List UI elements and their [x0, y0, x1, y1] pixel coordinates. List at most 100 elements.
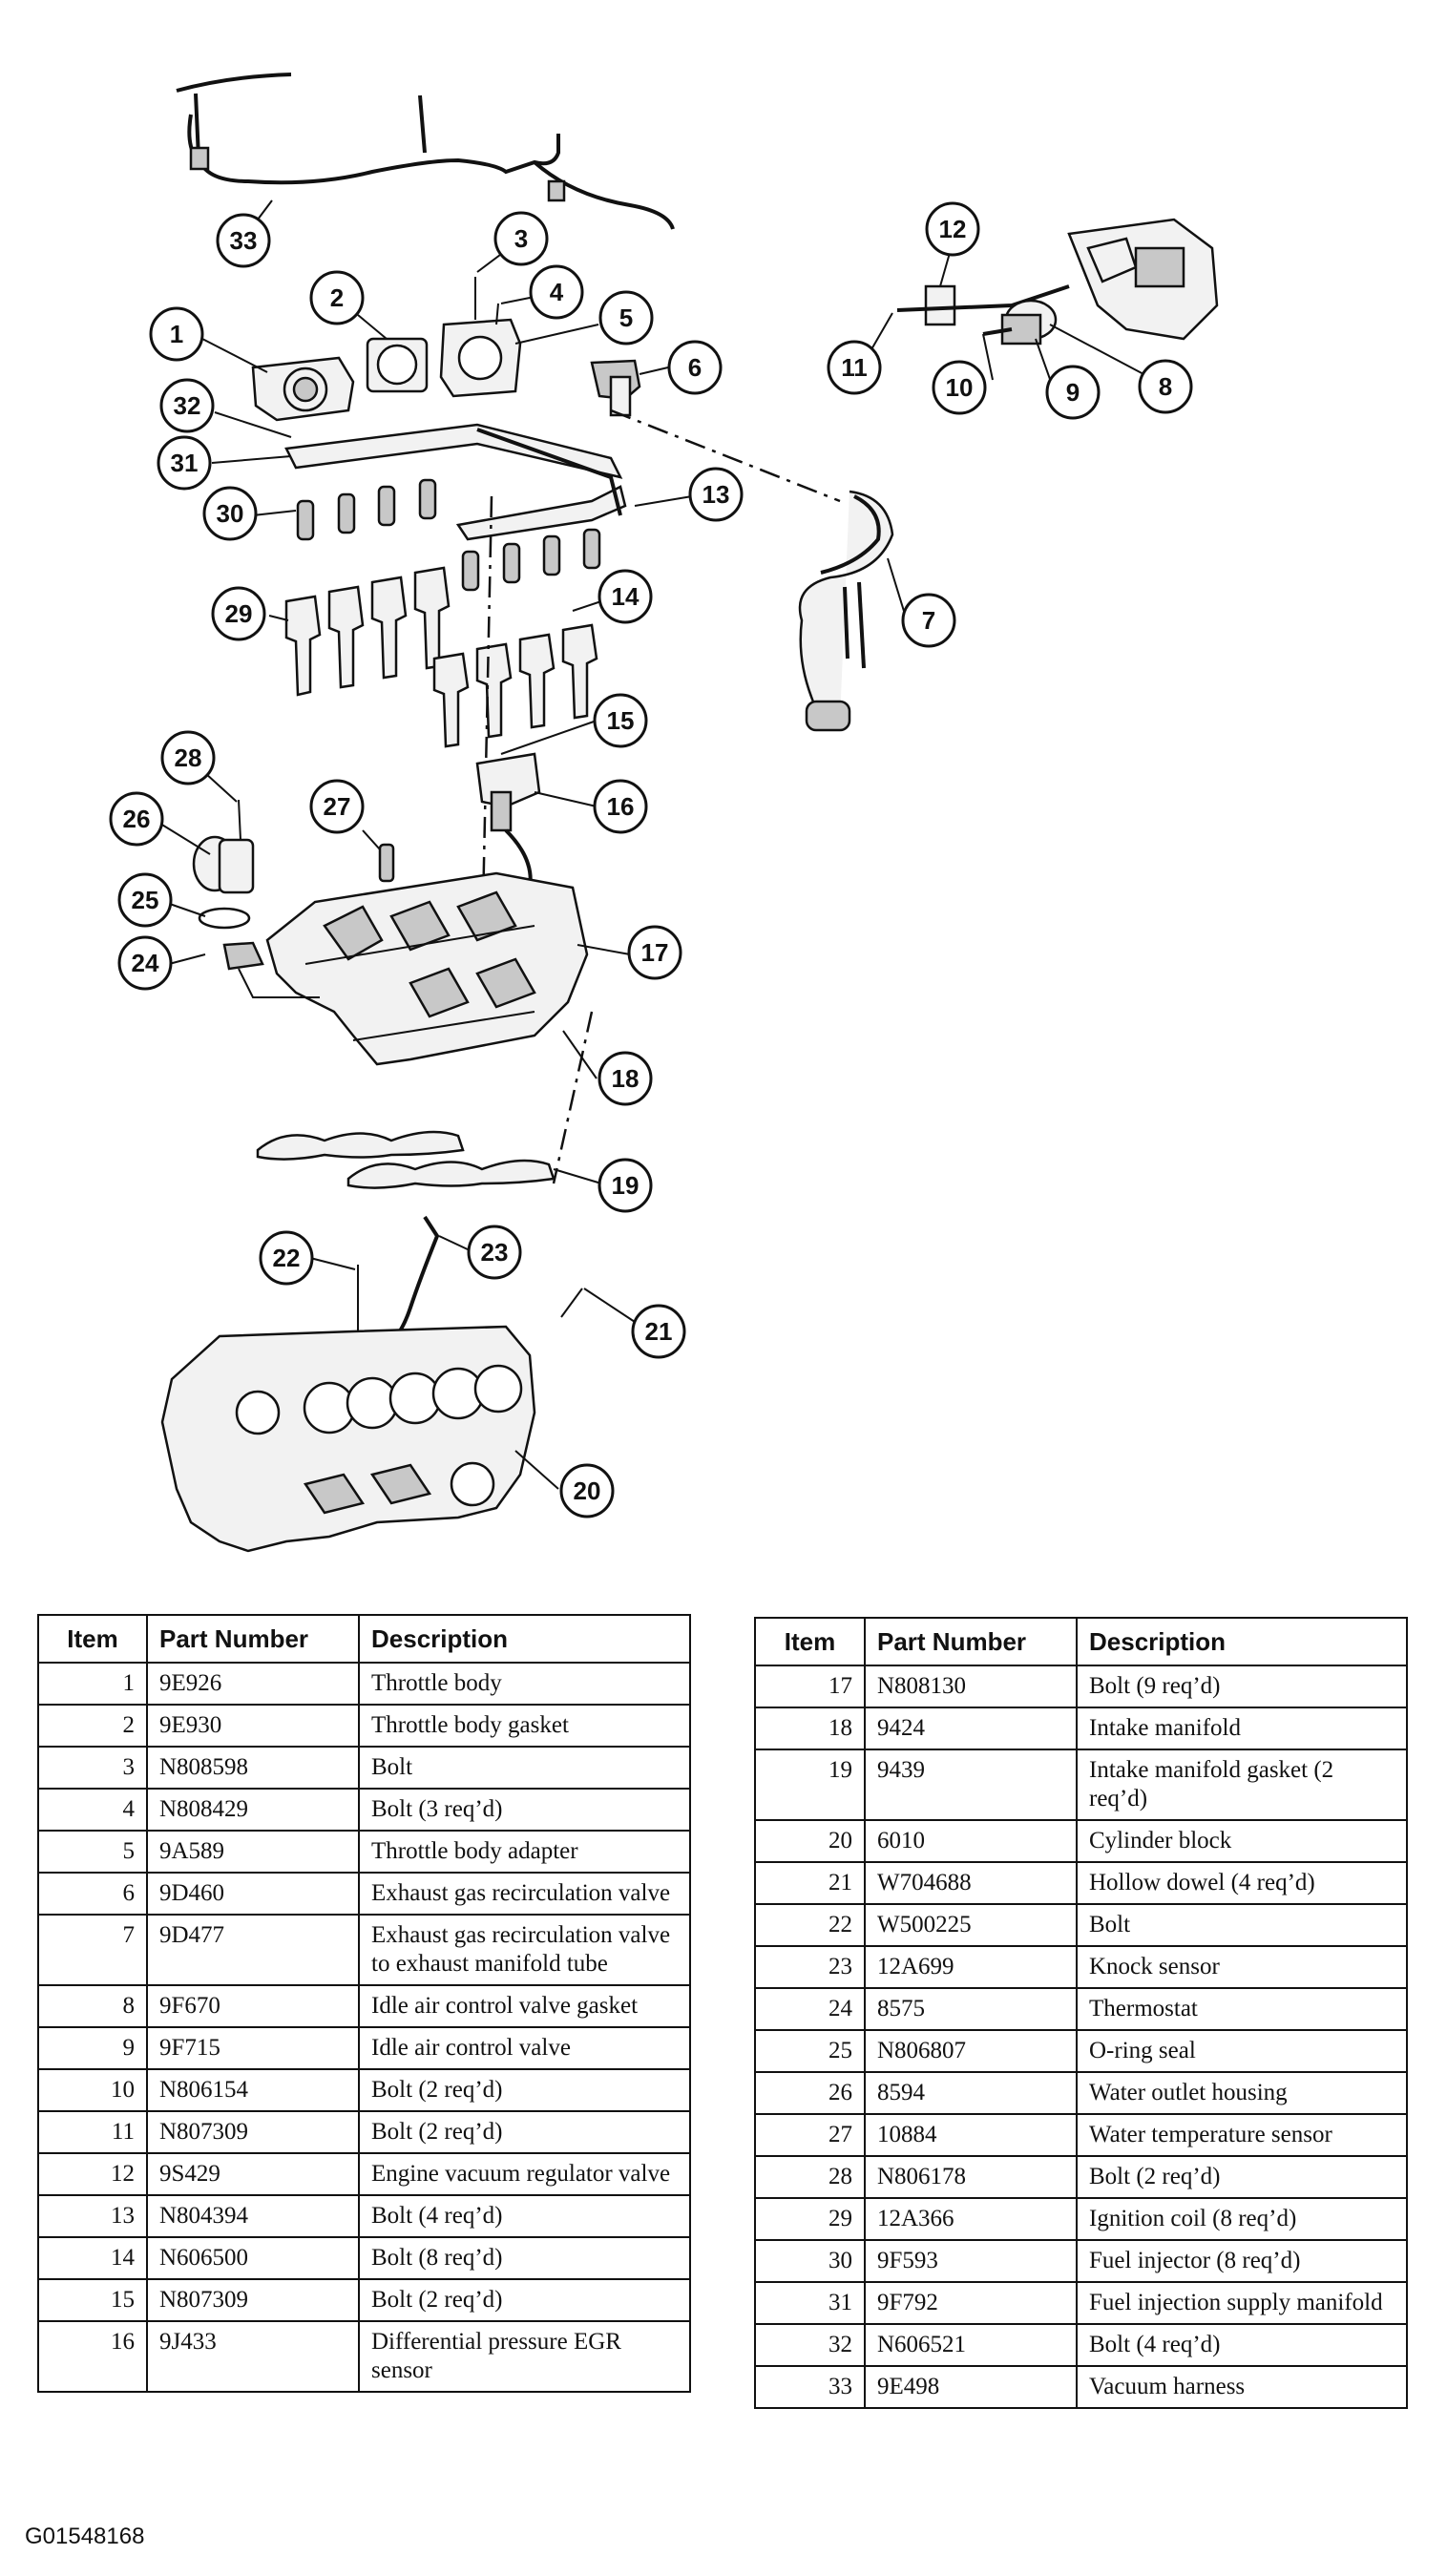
callout-25: 25 — [117, 872, 173, 928]
part-number-cell: N807309 — [146, 2110, 360, 2154]
part-number-cell: 9439 — [864, 1749, 1078, 1821]
part-number-cell: N806178 — [864, 2155, 1078, 2199]
throttle-body-drawing — [251, 356, 355, 422]
svg-text:17: 17 — [641, 938, 669, 967]
part-number-cell: 9F792 — [864, 2281, 1078, 2325]
callout-16: 16 — [593, 779, 648, 834]
svg-text:10: 10 — [946, 373, 974, 402]
item-cell: 6 — [37, 1872, 148, 1916]
part-number-cell: N808598 — [146, 1746, 360, 1790]
description-cell: Idle air control valve gasket — [358, 1984, 691, 2028]
callout-32: 32 — [159, 378, 215, 433]
item-cell: 14 — [37, 2236, 148, 2280]
item-cell: 24 — [754, 1987, 866, 2031]
exploded-engine-diagram: 1 2 3 4 5 6 7 8 9 10 11 12 13 14 15 16 1… — [109, 73, 1219, 1553]
part-number-cell: N806154 — [146, 2068, 360, 2112]
item-cell: 4 — [37, 1788, 148, 1832]
svg-text:32: 32 — [174, 391, 201, 420]
item-cell: 7 — [37, 1914, 148, 1986]
svg-text:19: 19 — [612, 1171, 640, 1200]
description-cell: Bolt (8 req’d) — [358, 2236, 691, 2280]
callout-33: 33 — [216, 213, 271, 268]
item-cell: 25 — [754, 2029, 866, 2073]
callout-21: 21 — [631, 1304, 686, 1359]
callout-30: 30 — [202, 486, 258, 541]
svg-text:33: 33 — [230, 226, 258, 255]
callout-4: 4 — [529, 264, 584, 320]
callout-14: 14 — [598, 569, 653, 624]
description-cell: Intake manifold — [1076, 1707, 1408, 1750]
item-cell: 31 — [754, 2281, 866, 2325]
description-cell: Exhaust gas recirculation valve to exhau… — [358, 1914, 691, 1986]
description-cell: Bolt — [1076, 1903, 1408, 1947]
callout-31: 31 — [157, 435, 212, 491]
svg-text:31: 31 — [171, 449, 199, 477]
callout-11: 11 — [827, 340, 882, 395]
description-cell: Water outlet housing — [1076, 2071, 1408, 2115]
part-number-cell: 9E926 — [146, 1662, 360, 1706]
svg-text:1: 1 — [170, 320, 183, 348]
item-cell: 22 — [754, 1903, 866, 1947]
knock-sensor-drawing — [357, 1215, 583, 1348]
description-cell: Water temperature sensor — [1076, 2113, 1408, 2157]
item-cell: 8 — [37, 1984, 148, 2028]
item-cell: 5 — [37, 1830, 148, 1874]
part-number-cell: 10884 — [864, 2113, 1078, 2157]
callout-15: 15 — [593, 693, 648, 748]
svg-text:25: 25 — [132, 886, 159, 914]
item-cell: 28 — [754, 2155, 866, 2199]
svg-text:13: 13 — [703, 480, 730, 509]
throttle-body-adapter-drawing — [439, 277, 641, 417]
svg-text:16: 16 — [607, 792, 635, 821]
water-outlet-drawing — [192, 799, 395, 998]
part-number-cell: 9S429 — [146, 2152, 360, 2196]
part-number-cell: 9F670 — [146, 1984, 360, 2028]
callout-6: 6 — [667, 340, 723, 395]
description-cell: Throttle body — [358, 1662, 691, 1706]
svg-text:24: 24 — [132, 949, 159, 977]
part-number-cell: N804394 — [146, 2194, 360, 2238]
item-cell: 33 — [754, 2365, 866, 2409]
item-cell: 1 — [37, 1662, 148, 1706]
part-number-cell: N606521 — [864, 2323, 1078, 2367]
svg-text:30: 30 — [217, 499, 244, 528]
column-header-description: Description — [1076, 1617, 1408, 1666]
item-cell: 20 — [754, 1819, 866, 1863]
item-cell: 17 — [754, 1665, 866, 1708]
callout-18: 18 — [598, 1051, 653, 1106]
svg-text:26: 26 — [123, 805, 151, 833]
item-cell: 10 — [37, 2068, 148, 2112]
svg-text:9: 9 — [1066, 378, 1080, 407]
part-number-cell: 9D460 — [146, 1872, 360, 1916]
column-header-item: Item — [754, 1617, 866, 1666]
intake-gaskets-drawing — [256, 1130, 556, 1189]
description-cell: Knock sensor — [1076, 1945, 1408, 1989]
table-header-row: Item Part Number Description — [37, 1614, 691, 1664]
callout-29: 29 — [211, 586, 266, 641]
svg-text:11: 11 — [841, 353, 868, 382]
item-cell: 2 — [37, 1704, 148, 1748]
column-header-description: Description — [358, 1614, 691, 1664]
part-number-cell: 9J433 — [146, 2320, 360, 2393]
callout-17: 17 — [627, 925, 682, 980]
